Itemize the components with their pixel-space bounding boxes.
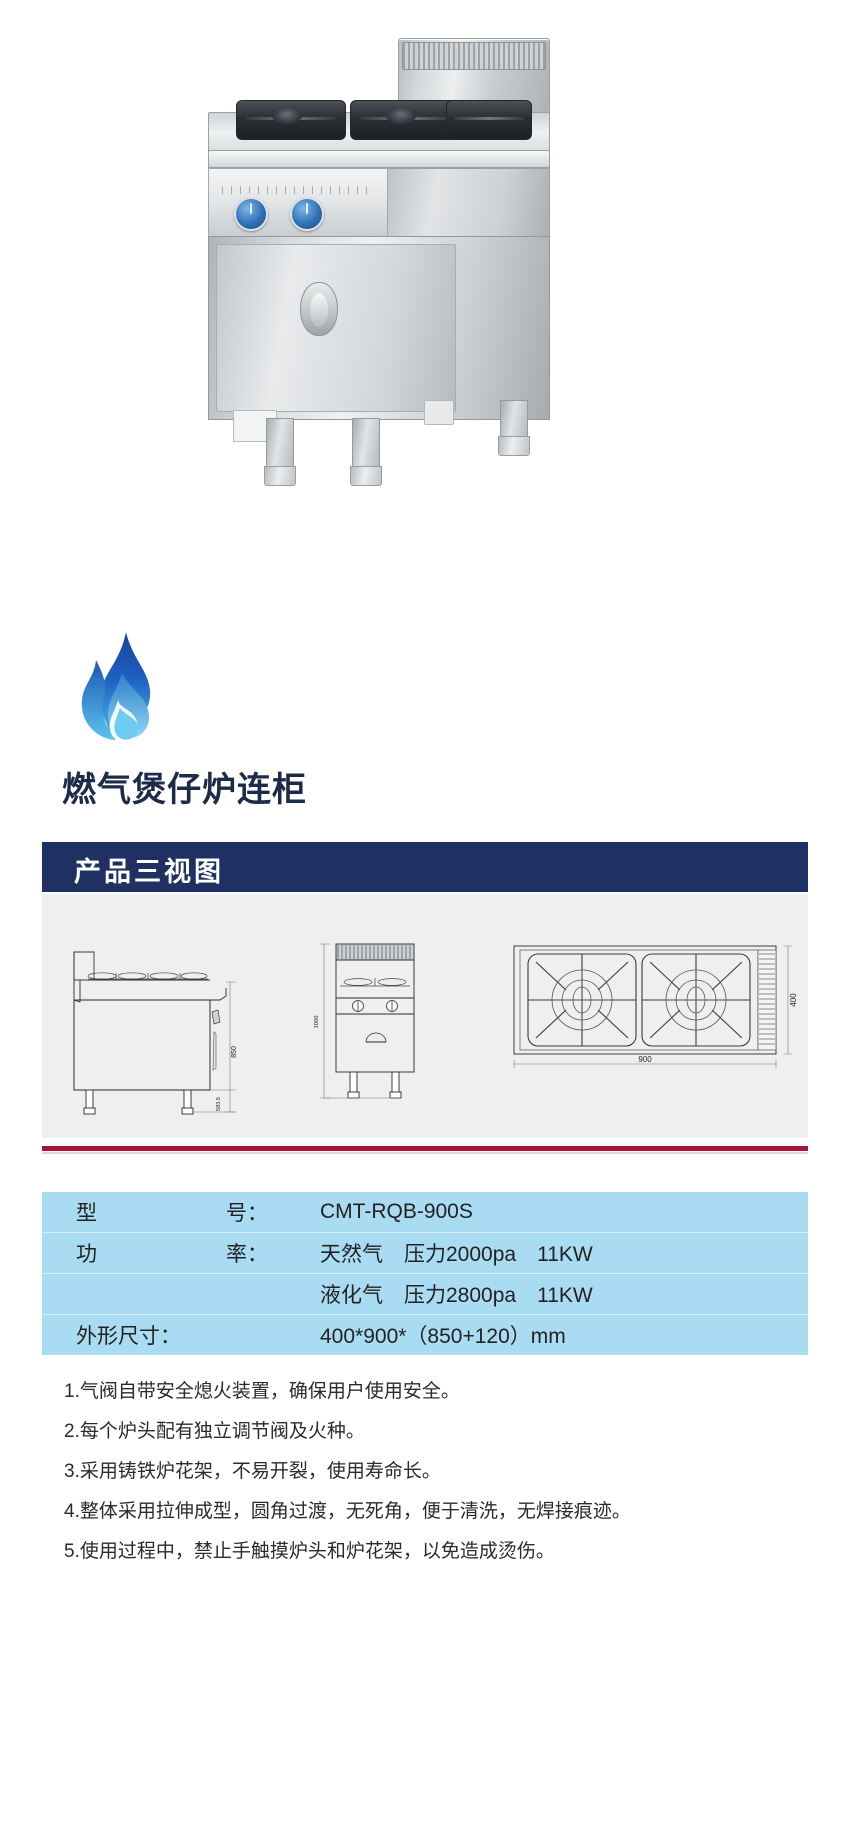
adjustable-foot <box>264 466 296 486</box>
cooktop-front-lip <box>208 150 550 168</box>
support-leg <box>266 418 294 472</box>
support-leg <box>500 400 528 442</box>
product-photo-stage <box>0 0 850 520</box>
door-handle <box>300 282 338 336</box>
table-row: 型号： CMT-RQB-900S <box>42 1192 808 1233</box>
list-item: 5.使用过程中，禁止手触摸炉头和炉花架，以免造成烫伤。 <box>64 1541 555 1562</box>
three-view-drawings-panel: 850 583.5 <box>42 892 808 1138</box>
dim-top-width: 900 <box>638 1055 652 1064</box>
drawing-top-view: 900 400 <box>502 938 802 1118</box>
cabinet-door <box>216 244 456 412</box>
burner-head-icon <box>386 108 416 124</box>
dim-side-depth: 583.5 <box>216 1097 222 1111</box>
control-scale-marks <box>222 186 372 194</box>
specification-table: 型号： CMT-RQB-900S 功率： 天然气 压力2000pa 11KW 液… <box>42 1192 808 1355</box>
dim-front-height: 1000 <box>314 1016 320 1029</box>
section-banner-title: 产品三视图 <box>74 857 224 887</box>
table-row: 外形尺寸： 400*900*（850+120）mm <box>42 1314 808 1355</box>
page-title: 燃气煲仔炉连柜 <box>62 771 307 809</box>
spec-label-power: 功率： <box>42 1232 312 1274</box>
spec-label-model: 型号： <box>42 1192 312 1233</box>
support-leg <box>352 418 380 472</box>
burner-head-icon <box>272 108 302 124</box>
spec-value-dimensions: 400*900*（850+120）mm <box>320 1325 566 1348</box>
drawing-side-view: 850 583.5 <box>60 940 260 1120</box>
back-vent-grill <box>402 42 546 70</box>
spec-value-power-natural-gas: 天然气 压力2000pa 11KW <box>312 1232 808 1274</box>
right-side-panel <box>386 168 550 238</box>
burner-grate <box>446 100 532 140</box>
brand-badge <box>424 400 454 425</box>
spec-value-power-lpg: 液化气 压力2800pa 11KW <box>312 1273 808 1315</box>
section-divider-grey <box>42 1152 808 1154</box>
list-item: 4.整体采用拉伸成型，圆角过渡，无死角，便于清洗，无焊接痕迹。 <box>64 1501 631 1522</box>
dim-side-height: 850 <box>231 1046 238 1058</box>
table-row: 功率： 天然气 压力2000pa 11KW <box>42 1232 808 1274</box>
list-item: 1.气阀自带安全熄火装置，确保用户使用安全。 <box>64 1381 460 1402</box>
adjustable-foot <box>350 466 382 486</box>
list-item: 3.采用铸铁炉花架，不易开裂，使用寿命长。 <box>64 1461 441 1482</box>
dim-top-depth: 400 <box>789 993 798 1007</box>
list-item: 2.每个炉头配有独立调节阀及火种。 <box>64 1421 365 1442</box>
drawing-front-view: 1000 <box>300 938 450 1118</box>
gas-flame-icon <box>60 628 180 768</box>
feature-list: 1.气阀自带安全熄火装置，确保用户使用安全。 2.每个炉头配有独立调节阀及火种。… <box>46 1372 826 1572</box>
section-divider-red <box>42 1146 808 1151</box>
control-knob[interactable] <box>290 197 324 231</box>
control-knob[interactable] <box>234 197 268 231</box>
spec-label-dimensions: 外形尺寸： <box>76 1325 181 1348</box>
brand-block: 燃气煲仔炉连柜 <box>0 620 850 809</box>
table-row: 液化气 压力2800pa 11KW <box>42 1273 808 1315</box>
spec-label-empty <box>42 1273 312 1315</box>
product-photo <box>0 0 850 520</box>
adjustable-foot <box>498 436 530 456</box>
section-banner-three-views: 产品三视图 <box>42 842 808 892</box>
spec-value-model: CMT-RQB-900S <box>312 1192 808 1233</box>
